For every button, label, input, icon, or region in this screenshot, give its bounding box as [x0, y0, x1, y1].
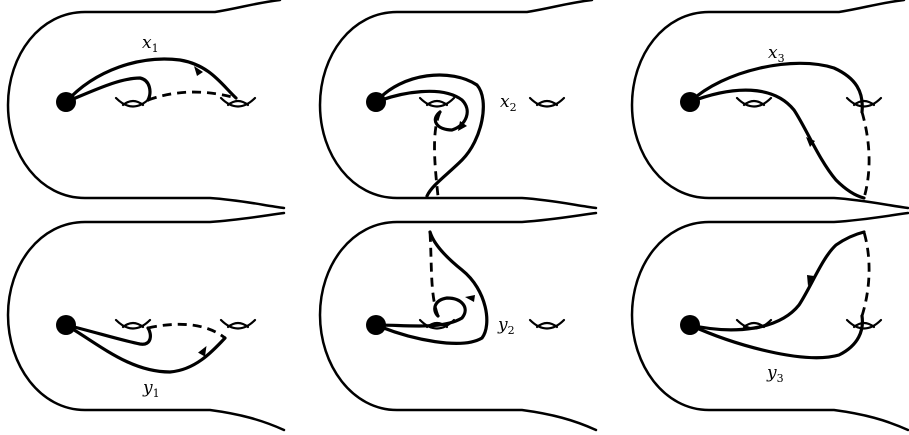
panel-y3: y3 [630, 211, 909, 432]
handle-icon [219, 96, 257, 108]
loop-x3-return [688, 88, 866, 200]
label-y3: y3 [766, 363, 784, 385]
panel-y2: y2 [318, 211, 598, 432]
hidden-arc [860, 111, 871, 199]
arrow-icon [807, 275, 814, 286]
loop-y3 [688, 314, 865, 360]
handle-icon [114, 96, 152, 108]
surface-boundary [6, 0, 286, 210]
handle-icon [528, 318, 566, 330]
arrow-icon [194, 66, 203, 76]
handle-icon [528, 96, 566, 108]
panel-x2: x2 [318, 0, 598, 210]
hidden-arc [147, 322, 226, 340]
loop-y2 [374, 230, 489, 345]
label-y1: y1 [142, 378, 160, 400]
base-point [56, 92, 76, 112]
hidden-arc [147, 90, 237, 102]
loop-x2 [374, 73, 485, 198]
hidden-arc [433, 111, 442, 197]
loop-x2-inner [374, 89, 469, 132]
label-x3: x3 [768, 43, 785, 65]
arrow-icon [465, 295, 475, 302]
loop-x1 [64, 57, 238, 104]
surface-boundary [630, 0, 909, 210]
loop-y1-return [64, 323, 152, 346]
label-x1: x1 [142, 33, 159, 55]
label-x2: x2 [500, 92, 517, 114]
hidden-arc [428, 231, 440, 317]
handle-icon [418, 96, 456, 108]
handle-icon [219, 318, 257, 330]
arrow-icon [458, 121, 467, 131]
arrow-icon [198, 345, 207, 357]
arrow-icon [806, 137, 815, 147]
loop-x3 [688, 61, 864, 114]
loop-y3-return [688, 230, 866, 332]
loop-x1-return [64, 76, 152, 104]
hidden-arc [860, 231, 871, 317]
panel-x1: x1 [6, 0, 286, 210]
base-point [680, 315, 700, 335]
handle-icon [735, 96, 773, 108]
base-point [680, 92, 700, 112]
handle-icon [114, 318, 152, 330]
base-point [366, 315, 386, 335]
base-point [56, 315, 76, 335]
panel-x3: x3 [630, 0, 909, 210]
loop-y1 [64, 323, 227, 374]
loop-y2-inner [374, 296, 467, 328]
label-y2: y2 [497, 315, 515, 337]
panel-y1: y1 [6, 211, 286, 432]
handle-icon [845, 96, 883, 108]
base-point [366, 92, 386, 112]
